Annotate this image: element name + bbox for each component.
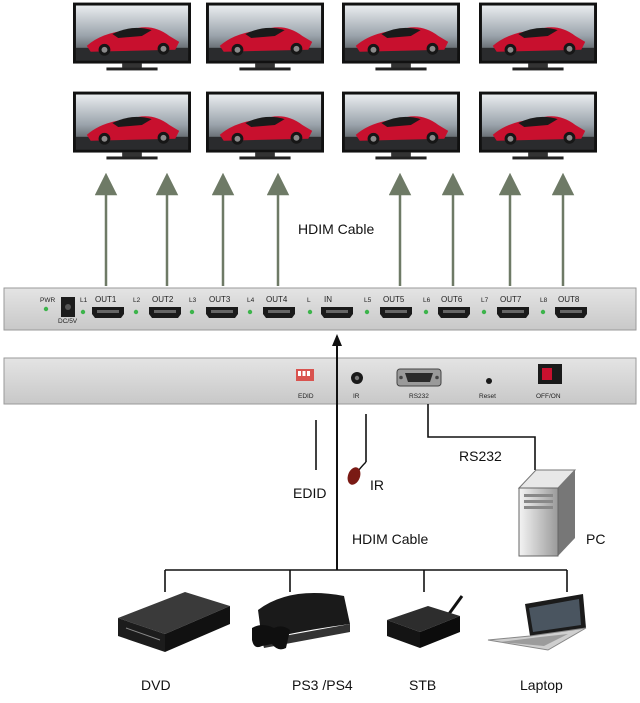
front-panel: PWR DC/5V L1 OUT1 L2 OUT2 L3 OUT3 L4 OUT4 L IN L5 O…	[3, 287, 637, 331]
hdmi-port-out8[interactable]: L8 OUT8	[540, 295, 587, 318]
port-label: OUT3	[209, 295, 231, 304]
reset-label: Reset	[479, 393, 496, 400]
port-label: OUT8	[558, 295, 580, 304]
rs232-label: RS232	[459, 448, 502, 464]
dvd-player-icon	[118, 592, 230, 652]
pc-tower-icon	[517, 469, 577, 557]
monitor-icon	[479, 2, 597, 71]
source-label-laptop: Laptop	[520, 677, 563, 693]
port-led	[423, 309, 429, 315]
port-label: IN	[324, 295, 332, 304]
hdmi-port-out2[interactable]: L2 OUT2	[133, 295, 181, 318]
port-label: OUT4	[266, 295, 288, 304]
port-led	[80, 309, 86, 315]
port-led	[307, 309, 313, 315]
monitor-icon	[73, 91, 191, 160]
pc-label: PC	[586, 531, 605, 547]
port-led	[540, 309, 546, 315]
power-label: OFF/ON	[536, 393, 561, 400]
source-label-ps: PS3 /PS4	[292, 677, 353, 693]
monitor-icon	[206, 2, 324, 71]
port-label: OUT5	[383, 295, 405, 304]
led-label: L	[307, 297, 311, 304]
monitor-icon	[342, 2, 460, 71]
monitor-grid	[73, 2, 597, 160]
led-label: L6	[423, 297, 431, 304]
led-label: L1	[80, 297, 88, 304]
back-panel: EDID IR RS232 Reset OFF/ON	[3, 357, 637, 405]
hdmi-port-out6[interactable]: L6 OUT6	[423, 295, 470, 318]
hdmi-port-out5[interactable]: L5 OUT5	[364, 295, 412, 318]
led-label: L4	[247, 297, 255, 304]
port-led	[133, 309, 139, 315]
game-console-icon	[252, 593, 350, 650]
laptop-icon	[487, 594, 587, 651]
edid-label: EDID	[293, 485, 326, 501]
led-label: L8	[540, 297, 548, 304]
led-label: L3	[189, 297, 197, 304]
hdmi-port-out4[interactable]: L4 OUT4	[247, 295, 295, 318]
hdmi-port-in[interactable]: L IN	[307, 295, 353, 318]
port-led	[189, 309, 195, 315]
back-rs232-label: RS232	[409, 393, 429, 400]
back-ir-label: IR	[353, 393, 360, 400]
port-label: OUT2	[152, 295, 174, 304]
hdmi-input-cable	[332, 334, 342, 570]
ir-label: IR	[370, 477, 384, 493]
hdmi-port-out3[interactable]: L3 OUT3	[189, 295, 238, 318]
port-label: OUT6	[441, 295, 463, 304]
port-led	[247, 309, 253, 315]
source-label-dvd: DVD	[141, 677, 171, 693]
monitor-icon	[342, 91, 460, 160]
back-edid-label: EDID	[298, 393, 314, 400]
monitor-icon	[73, 2, 191, 71]
reset-button[interactable]	[486, 378, 492, 384]
led-label: L7	[481, 297, 489, 304]
source-label-stb: STB	[409, 677, 436, 693]
set-top-box-icon	[387, 595, 464, 648]
led-label: L2	[133, 297, 141, 304]
hdmi-port-out7[interactable]: L7 OUT7	[481, 295, 529, 318]
port-label: OUT1	[95, 295, 117, 304]
port-label: OUT7	[500, 295, 522, 304]
led-label: L5	[364, 297, 372, 304]
monitor-icon	[206, 91, 324, 160]
pwr-led	[43, 306, 49, 312]
port-led	[364, 309, 370, 315]
pwr-label: PWR	[40, 297, 55, 304]
rs232-cable	[427, 404, 536, 470]
ir-receiver-icon	[347, 414, 367, 485]
monitor-icon	[479, 91, 597, 160]
dc-label: DC/5V	[58, 318, 78, 325]
hdmi-port-out1[interactable]: L1 OUT1	[80, 295, 124, 318]
top-cable-label: HDIM Cable	[298, 221, 374, 237]
output-cable-arrows	[94, 172, 575, 286]
bottom-cable-label: HDIM Cable	[352, 531, 428, 547]
port-led	[481, 309, 487, 315]
source-bus	[164, 569, 568, 592]
